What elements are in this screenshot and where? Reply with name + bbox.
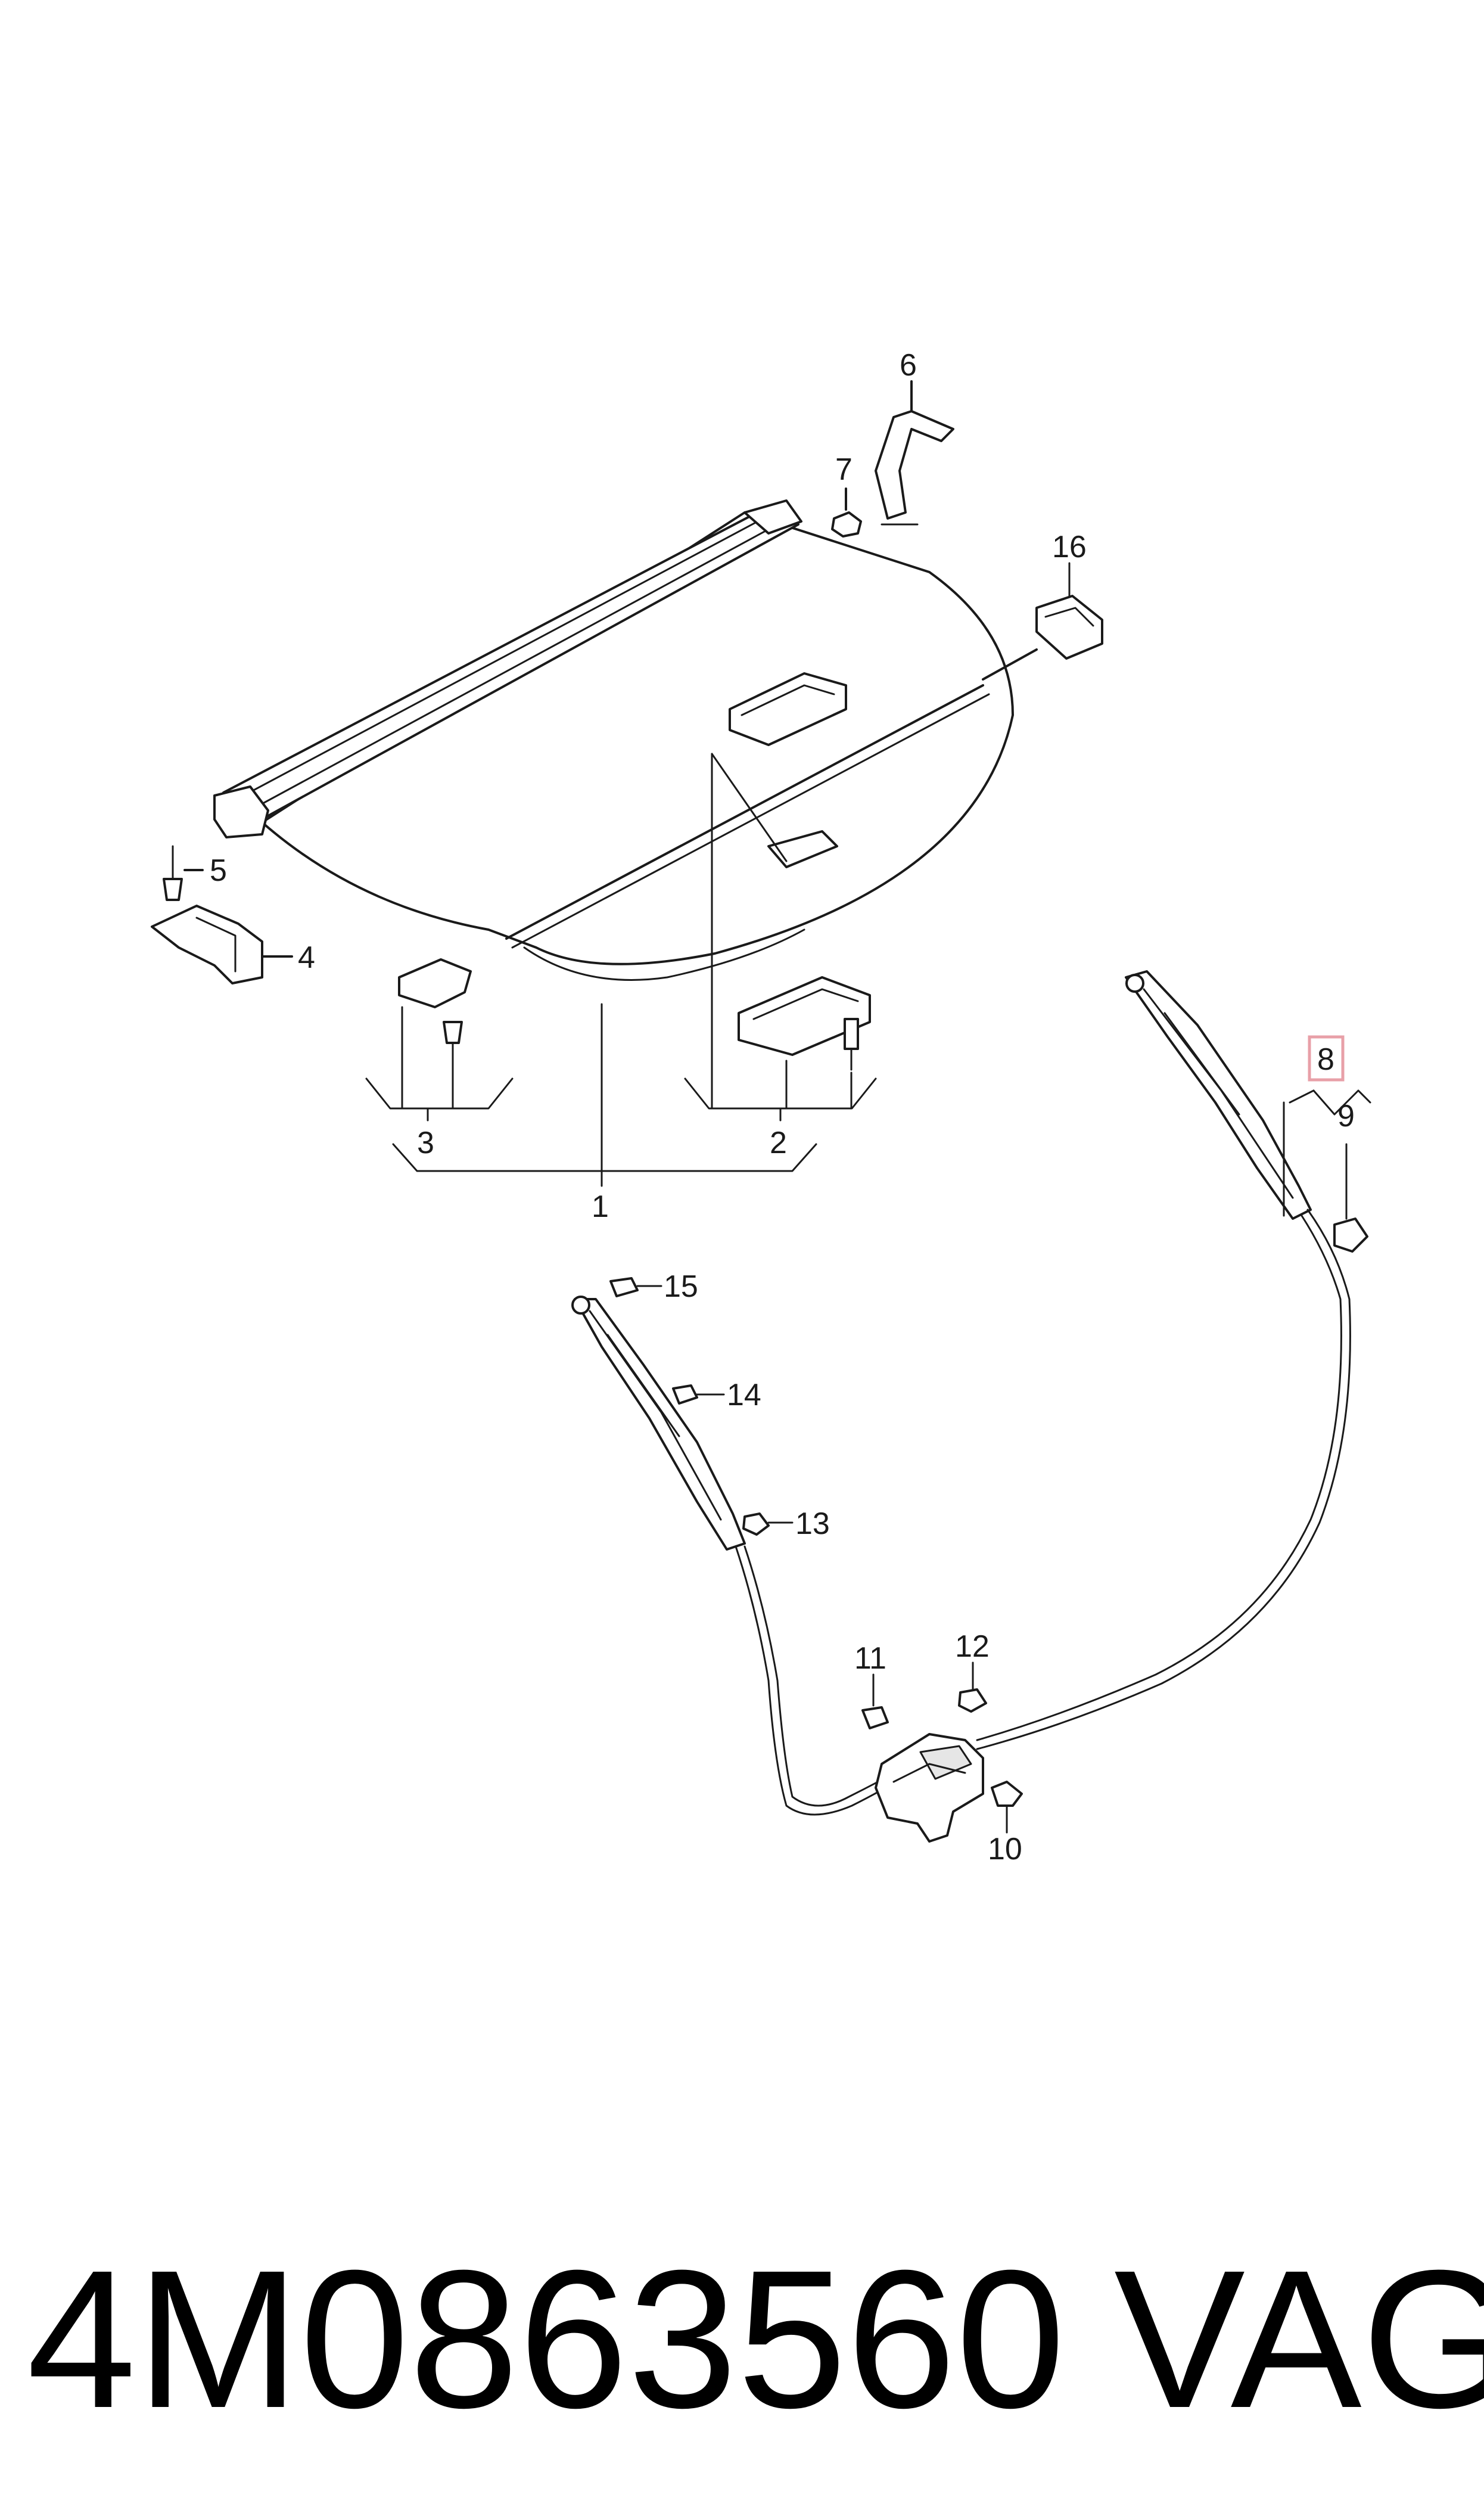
guide-rail-left — [571, 1296, 746, 1551]
bracket-part-4 — [151, 905, 293, 984]
callout-8: 8 — [1317, 1042, 1334, 1077]
brand-name: VAG — [1114, 2229, 1484, 2449]
callout-16: 16 — [1052, 530, 1087, 564]
clip-part-9 — [1333, 1217, 1368, 1253]
drive-motor — [875, 1733, 1023, 1843]
nut-part-7 — [831, 487, 862, 538]
callout-7: 7 — [835, 452, 853, 487]
callout-12: 12 — [955, 1629, 990, 1664]
callout-3: 3 — [417, 1126, 434, 1160]
rivet-part-5 — [163, 845, 204, 901]
clip-part-3 — [398, 958, 472, 1080]
callout-1: 1 — [592, 1189, 609, 1224]
luggage-cover-assembly — [213, 499, 1014, 981]
leader-lines-lower — [636, 383, 1371, 1834]
callout-10: 10 — [988, 1832, 1022, 1866]
callout-15: 15 — [664, 1269, 698, 1304]
guide-rail-right — [1125, 970, 1312, 1220]
drive-cables — [735, 1209, 1351, 1816]
callout-labels: 1 2 3 4 5 6 7 8 9 10 11 12 13 14 15 16 — [210, 348, 1355, 1866]
callout-2: 2 — [770, 1126, 787, 1160]
callout-13: 13 — [795, 1507, 830, 1541]
bracket-part-6 — [875, 380, 954, 526]
tray-part-2 — [738, 976, 871, 1071]
nut-part-13 — [742, 1512, 770, 1536]
bolt-part-11 — [861, 1706, 889, 1729]
highlight-box-callout-8 — [1308, 1035, 1345, 1082]
part-number: 4M0863560 — [27, 2229, 1066, 2449]
callout-6: 6 — [900, 348, 917, 383]
screw-part-14 — [672, 1384, 698, 1405]
callout-14: 14 — [727, 1378, 761, 1412]
nut-part-12 — [958, 1688, 987, 1713]
callout-5: 5 — [210, 853, 227, 888]
screw-part-15 — [609, 1277, 639, 1297]
fasteners — [609, 1217, 1368, 1729]
callout-11: 11 — [854, 1641, 886, 1676]
callout-brackets-1-2-3 — [365, 753, 877, 1187]
end-cap-part-16 — [982, 595, 1103, 681]
callout-9: 9 — [1337, 1099, 1355, 1133]
callout-4: 4 — [298, 940, 315, 975]
handle-part — [729, 672, 847, 746]
